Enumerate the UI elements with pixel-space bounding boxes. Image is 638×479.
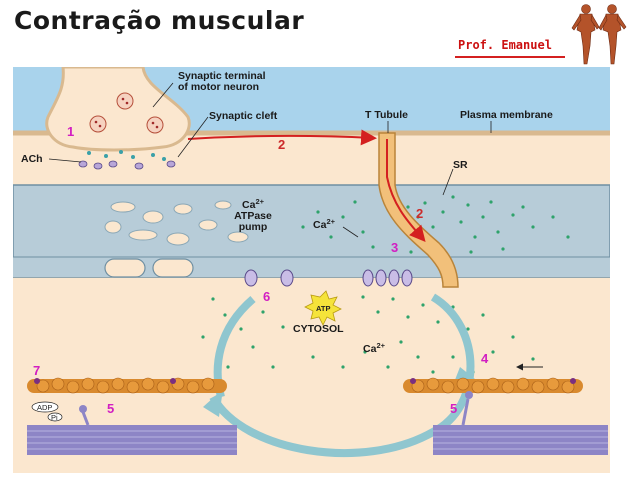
human-muscle-figures-icon	[571, 4, 627, 65]
t-tubule	[378, 132, 459, 288]
thick-filament-left	[27, 405, 237, 455]
thin-filament-right	[403, 377, 583, 394]
step-4: 4	[481, 351, 489, 366]
label-plasma-membrane: Plasma membrane	[460, 109, 553, 121]
calcium-ions	[301, 195, 570, 254]
step-6: 6	[263, 289, 270, 304]
thick-filament-right	[433, 391, 608, 455]
step-5b: 5	[450, 401, 457, 416]
cycle-arrow-head	[203, 389, 223, 417]
step-2b: 2	[416, 206, 423, 221]
ca-release-channels	[362, 269, 413, 287]
step-5a: 5	[107, 401, 114, 416]
thin-filament-left	[27, 377, 227, 394]
title-rule	[455, 56, 565, 58]
label-ach: ACh	[21, 153, 43, 165]
label-pi: Pi	[51, 413, 58, 422]
cytosol-calcium-ions	[201, 295, 535, 374]
label-atp: ATP	[316, 304, 330, 313]
signal-arrow	[187, 129, 377, 146]
cycle-arrow-return	[209, 293, 475, 458]
signal-arrow-tubule	[386, 139, 426, 243]
step-7: 7	[33, 363, 40, 378]
step-2a: 2	[278, 137, 285, 152]
atp-burst-icon	[304, 290, 342, 326]
label-cytosol: CYTOSOL	[293, 323, 344, 335]
slide-title: Contração muscular	[14, 6, 305, 35]
label-t-tubule: T Tubule	[365, 109, 408, 121]
synaptic-vesicles	[89, 92, 164, 134]
label-adp: ADP	[37, 403, 52, 412]
sr-cisternae	[104, 200, 249, 246]
author-name: Prof. Emanuel	[458, 38, 552, 52]
ach-receptors	[78, 160, 176, 170]
label-synaptic-cleft: Synaptic cleft	[209, 110, 278, 122]
label-sr: SR	[453, 159, 468, 171]
step-1: 1	[67, 124, 74, 139]
step-3: 3	[391, 240, 398, 255]
ca-atpase-pumps	[244, 269, 294, 287]
